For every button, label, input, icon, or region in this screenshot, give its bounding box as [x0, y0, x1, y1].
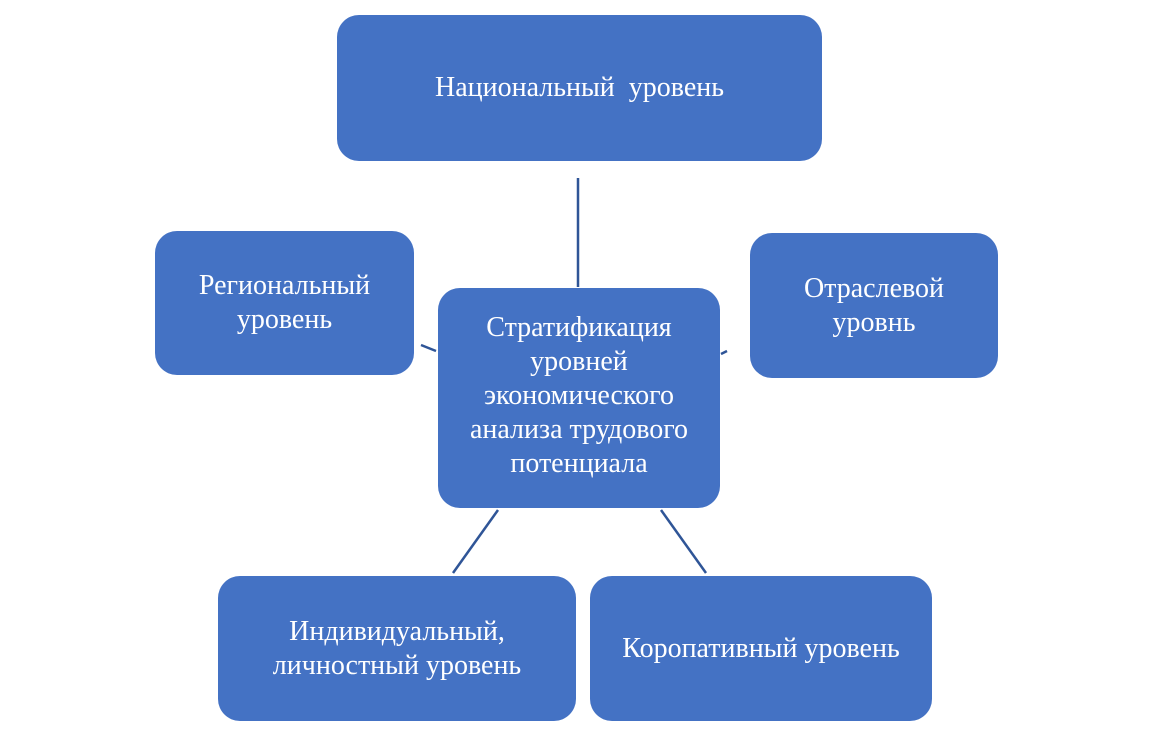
node-corporate-level-label: Коропативный уровень — [622, 632, 899, 666]
node-corporate-level: Коропативный уровень — [590, 576, 932, 721]
node-center-stratification: Стратификация уровней экономического ана… — [438, 288, 720, 508]
node-sector-line-2: уровнь — [832, 306, 916, 338]
node-regional-line-1: Региональный — [198, 270, 371, 301]
node-center-line-3: экономического — [484, 380, 674, 411]
node-national-level-label: Национальный уровень — [435, 71, 724, 105]
connector-center-individual — [451, 509, 500, 574]
connector-center-sector — [720, 349, 728, 356]
node-center-line-5: потенциала — [510, 448, 648, 479]
node-corporate-line-1: Коропативный уровень — [622, 632, 900, 664]
node-center-line-4: анализа трудового — [469, 414, 689, 445]
node-sector-level-label: Отраслевой уровнь — [804, 272, 944, 340]
node-individual-line-2: личностный уровень — [272, 649, 522, 681]
node-center-line-1: Стратификация — [486, 312, 672, 343]
node-sector-line-1: Отраслевой — [803, 272, 945, 304]
node-center-line-2: уровней — [530, 346, 628, 377]
node-individual-line-1: Индивидуальный, — [289, 615, 505, 647]
node-regional-line-2: уровень — [236, 304, 333, 335]
connector-center-corporate — [659, 509, 708, 574]
node-regional-level: Региональный уровень — [155, 231, 414, 375]
node-sector-level: Отраслевой уровнь — [750, 233, 998, 378]
node-center-label: Стратификация уровней экономического ана… — [470, 311, 688, 481]
node-national-line-1: Национальный уровень — [434, 72, 725, 103]
connector-center-regional — [420, 343, 437, 353]
node-individual-level: Индивидуальный, личностный уровень — [218, 576, 576, 721]
node-regional-level-label: Региональный уровень — [199, 269, 370, 337]
node-individual-level-label: Индивидуальный, личностный уровень — [273, 615, 521, 683]
node-national-level: Национальный уровень — [337, 15, 822, 161]
